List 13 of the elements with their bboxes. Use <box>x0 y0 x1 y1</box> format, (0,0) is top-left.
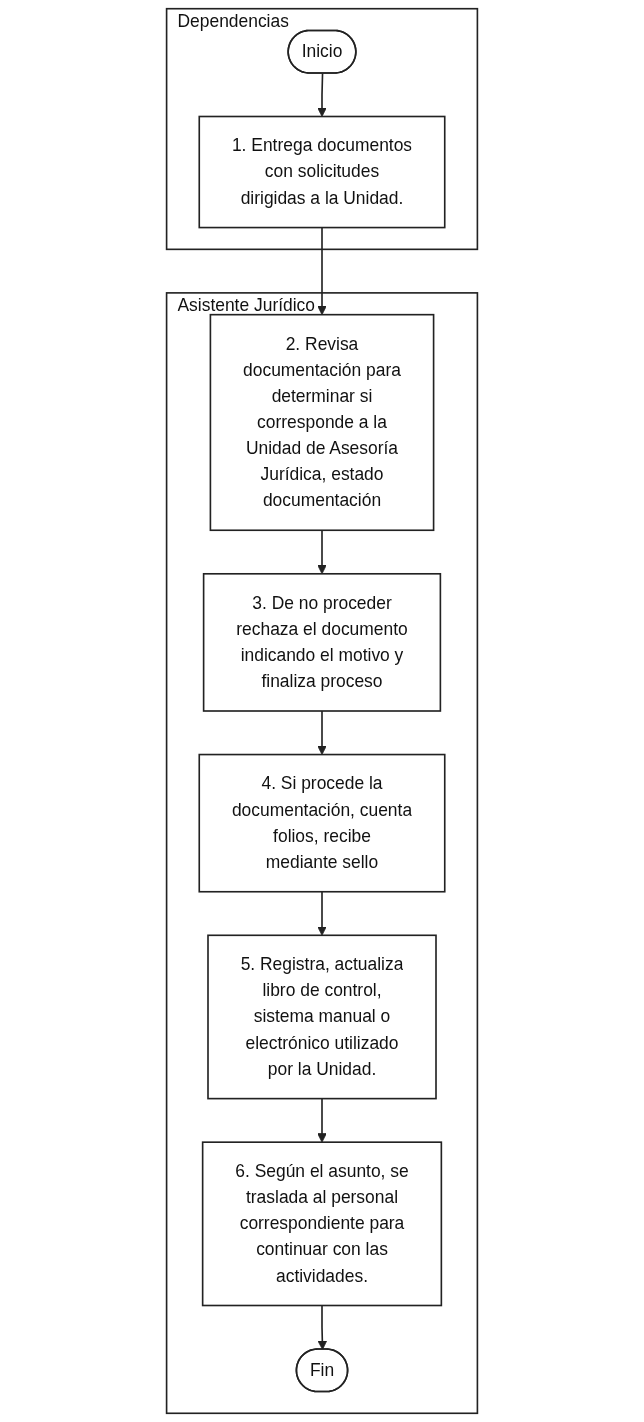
arrow <box>317 710 327 755</box>
arrow <box>317 226 327 316</box>
arrow <box>317 890 327 936</box>
node-box: 4. Si procede la documentación, cuenta folios, recibe mediante sello <box>198 753 446 893</box>
node-box: 2. Revisa documentación para determinar si corresponde a la Unidad de Asesoría Jurídica, estado documentación <box>209 313 435 532</box>
node-box: 1. Entrega documentos con solicitudes dirigidas a la Unidad. <box>198 115 446 229</box>
arrow <box>317 529 327 575</box>
node-box: 3. De no proceder rechaza el documento indicando el motivo y finaliza proceso <box>202 573 442 712</box>
arrow <box>317 1097 327 1143</box>
arrow <box>317 72 327 117</box>
node-box: 5. Registra, actualiza libro de control, sistema manual o electrónico utilizado por la Unidad. <box>207 934 437 1100</box>
arrow <box>317 1304 328 1351</box>
node-box: 6. Según el asunto, se traslada al personal correspondiente para continuar con las actividades. <box>201 1141 443 1307</box>
